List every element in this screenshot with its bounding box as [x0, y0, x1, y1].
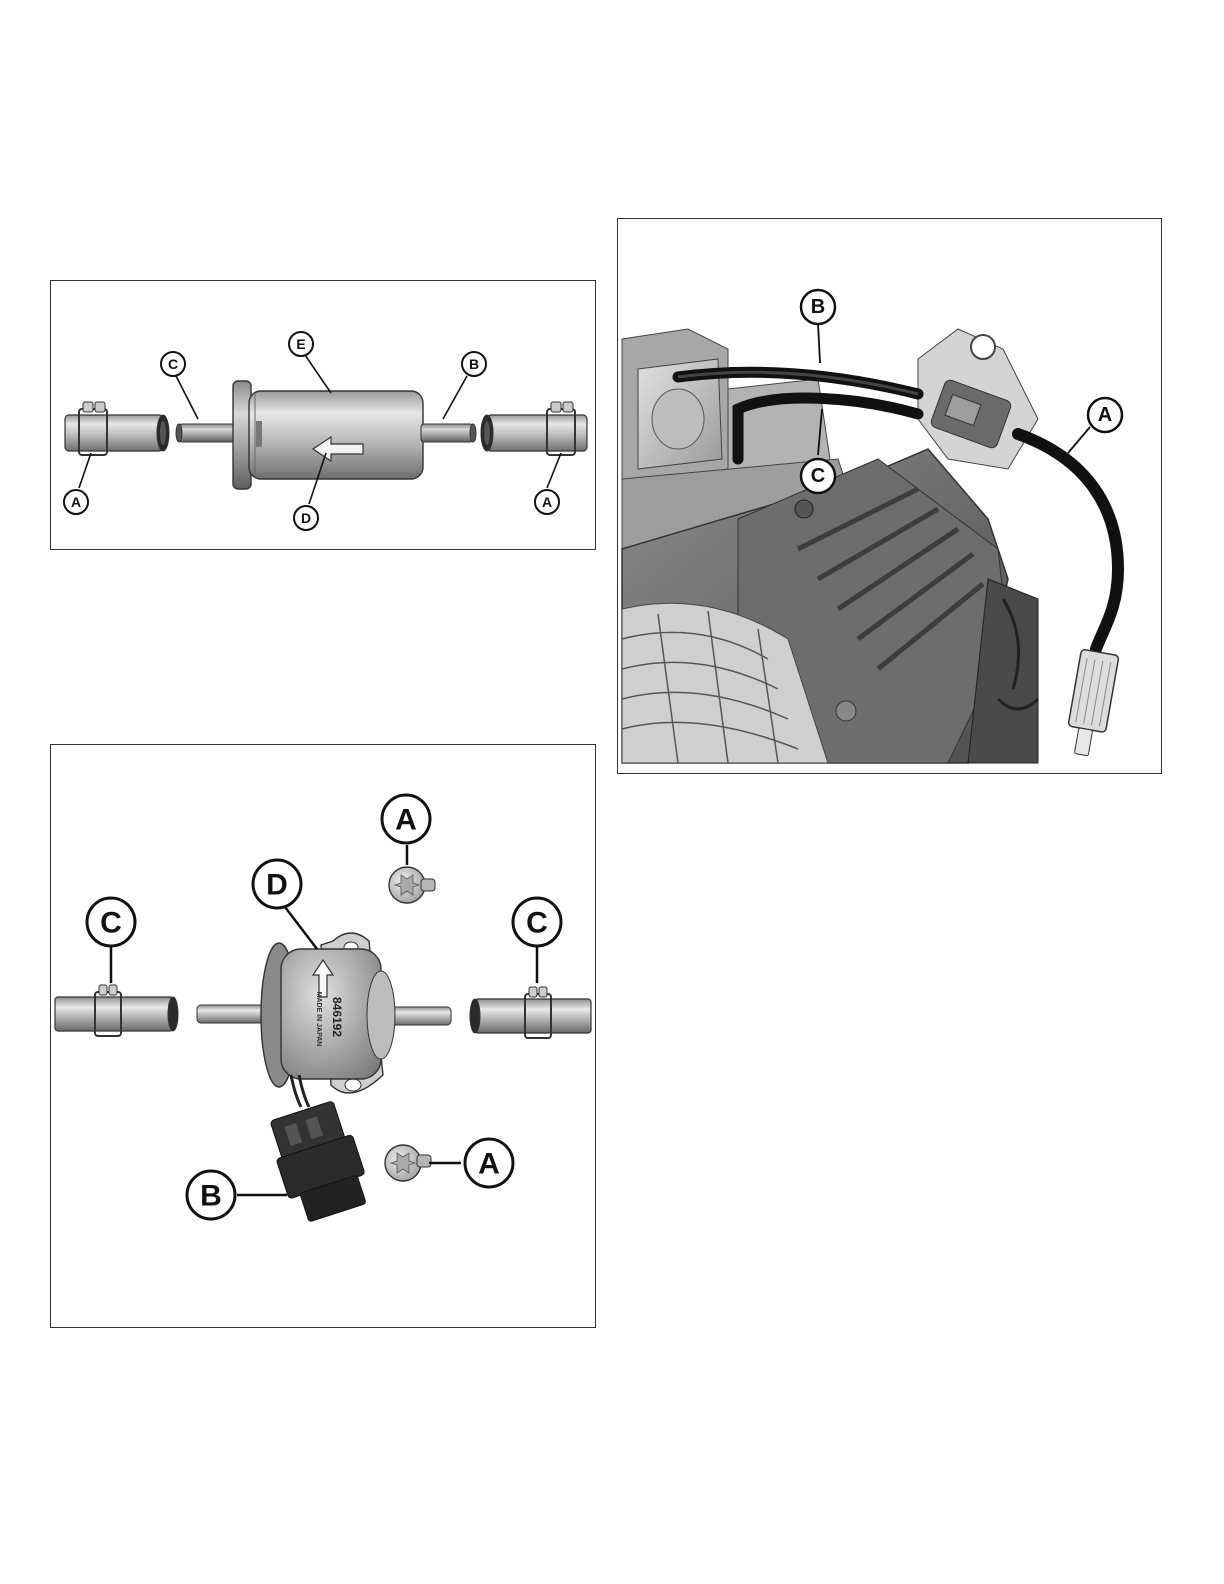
- svg-text:A: A: [542, 494, 552, 510]
- svg-text:C: C: [811, 465, 825, 487]
- svg-text:A: A: [478, 1148, 500, 1181]
- svg-text:A: A: [71, 494, 81, 510]
- svg-text:MADE IN JAPAN: MADE IN JAPAN: [315, 992, 322, 1047]
- fuel-pump-figure: 846192 MADE IN JAPAN: [50, 744, 596, 1328]
- callout-d: D: [294, 506, 318, 530]
- callout-c: C: [801, 459, 835, 493]
- svg-text:846192: 846192: [330, 997, 344, 1037]
- callout-e: E: [289, 332, 313, 356]
- callout-b: B: [801, 290, 835, 324]
- pump-wire-harness: [291, 1075, 309, 1107]
- fuel-filter-figure: C E B A D A: [50, 280, 596, 550]
- callout-d: D: [253, 860, 301, 908]
- pump-outlet-fitting: [389, 1007, 451, 1025]
- pump-inlet-fitting: [197, 1005, 271, 1023]
- fuel-pump-body: [261, 943, 395, 1087]
- svg-text:B: B: [469, 356, 479, 372]
- callout-a: A: [1088, 398, 1122, 432]
- right-fuel-hose: [481, 415, 587, 451]
- svg-text:C: C: [168, 356, 178, 372]
- callout-b: B: [462, 352, 486, 376]
- svg-text:E: E: [296, 336, 305, 352]
- svg-text:C: C: [100, 907, 122, 940]
- callout-a-bottom: A: [465, 1139, 513, 1187]
- electrical-connector: [264, 1098, 373, 1225]
- left-fuel-hose: [65, 415, 169, 451]
- left-fuel-hose: [55, 997, 178, 1031]
- svg-text:B: B: [200, 1180, 222, 1213]
- callout-a-top: A: [382, 795, 430, 843]
- fuel-pump-illustration: 846192 MADE IN JAPAN: [51, 745, 595, 1327]
- callout-c-right: C: [513, 898, 561, 946]
- callout-a-right: A: [535, 490, 559, 514]
- svg-text:A: A: [1098, 404, 1112, 426]
- fuel-filter-illustration: C E B A D A: [51, 281, 595, 549]
- callout-b: B: [187, 1171, 235, 1219]
- fuel-filter-body: [233, 381, 423, 489]
- mounting-screw-top: [389, 867, 435, 903]
- filter-outlet-fitting: [176, 424, 235, 442]
- svg-text:D: D: [266, 869, 288, 902]
- engine-illustration: B C A: [618, 219, 1161, 773]
- svg-text:A: A: [395, 804, 417, 837]
- right-fuel-hose: [470, 999, 591, 1033]
- svg-text:C: C: [526, 907, 548, 940]
- mounting-screw-bottom: [385, 1145, 431, 1181]
- callout-c: C: [161, 352, 185, 376]
- svg-text:B: B: [811, 296, 825, 318]
- filter-inlet-fitting: [421, 424, 476, 442]
- engine-fuel-lines-figure: B C A: [617, 218, 1162, 774]
- callout-c-left: C: [87, 898, 135, 946]
- svg-text:D: D: [301, 510, 311, 526]
- callout-a-left: A: [64, 490, 88, 514]
